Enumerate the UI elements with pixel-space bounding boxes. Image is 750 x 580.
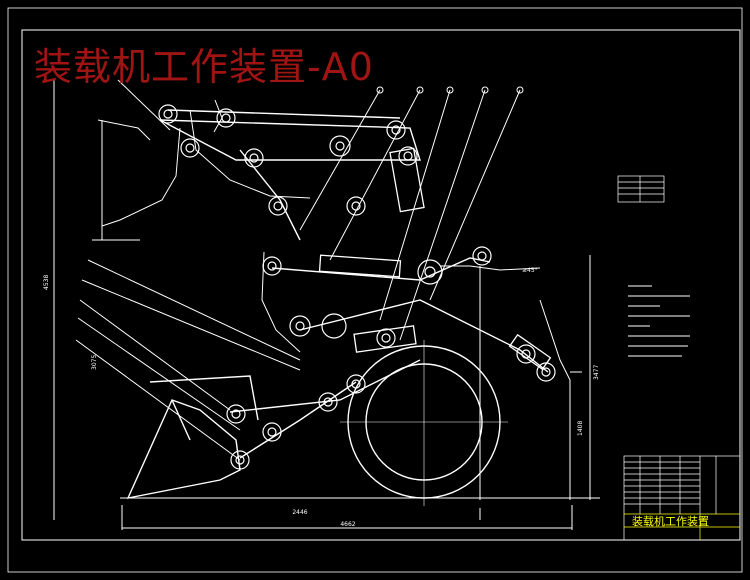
dim-left-height: 4538	[43, 275, 50, 290]
dim-bottom-outer: 4662	[340, 521, 355, 528]
dim-right-outer: 3477	[593, 365, 600, 380]
bucket	[126, 375, 259, 499]
hydraulic-cylinders	[318, 147, 552, 371]
sheet-border	[7, 7, 743, 573]
dim-mid-left: 3075	[91, 355, 98, 370]
construction-lines	[53, 79, 600, 530]
technical-notes	[628, 285, 690, 357]
dim-right-height: 1408	[577, 421, 584, 436]
front-wheel	[340, 340, 508, 506]
title-block-name: 装载机工作装置	[632, 514, 709, 528]
pivot-pins	[158, 104, 556, 470]
dim-bottom-inner: 2446	[292, 509, 307, 516]
sheet-title: 装载机工作装置-A0	[34, 45, 374, 89]
title-block	[623, 455, 741, 541]
parts-table	[617, 175, 665, 203]
part-balloons	[376, 86, 524, 94]
angle-note: ≥45°	[522, 267, 538, 274]
boom-arm	[159, 109, 549, 459]
